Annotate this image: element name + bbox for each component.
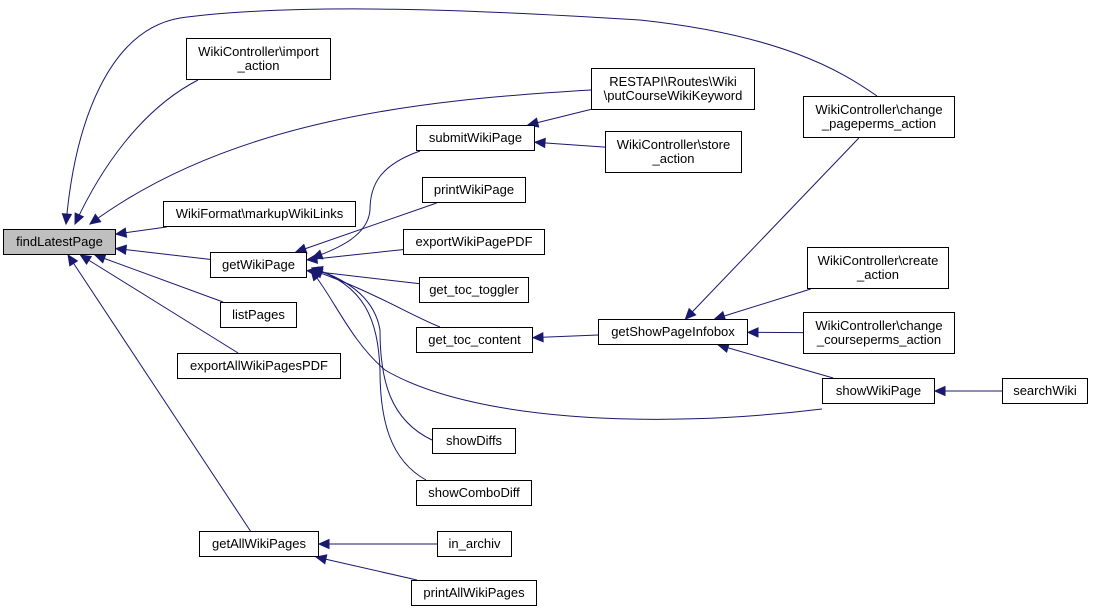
edge-printWikiPage-to-getWikiPage — [295, 202, 437, 253]
edge-changePageperms-to-findLatestPage-arrowhead — [61, 213, 73, 226]
edge-storeAction-to-submitWikiPage-arrowhead — [533, 137, 546, 149]
edge-exportWikiPagePDF-to-getWikiPage-arrowhead — [305, 253, 319, 264]
node-showWikiPage[interactable]: showWikiPage — [822, 378, 935, 404]
edge-listPages-to-findLatestPage-arrowhead — [93, 253, 107, 264]
node-storeAction[interactable]: WikiController\store _action — [605, 131, 742, 173]
node-label-line: listPages — [232, 307, 285, 322]
edge-importAction-to-findLatestPage-arrowhead — [74, 212, 85, 226]
edge-getShowPageInfobox-to-getTocContent — [532, 334, 599, 339]
edge-markupWikiLinks-to-findLatestPage-arrowhead — [114, 227, 128, 238]
node-getAllWikiPages[interactable]: getAllWikiPages — [199, 531, 319, 557]
edge-getWikiPage-to-findLatestPage — [115, 248, 211, 260]
edge-exportWikiPagePDF-to-getWikiPage — [306, 249, 404, 261]
node-label-line: WikiController\store — [616, 137, 731, 152]
node-printAllWikiPages[interactable]: printAllWikiPages — [411, 580, 537, 606]
edge-putKeyword-to-submitWikiPage — [527, 108, 592, 126]
node-importAction[interactable]: WikiController\import _action — [186, 38, 331, 80]
edge-submitWikiPage-to-getWikiPage — [311, 150, 421, 259]
node-showDiffs[interactable]: showDiffs — [432, 428, 516, 454]
edge-getWikiPage-to-findLatestPage-arrowhead — [114, 244, 128, 255]
edge-exportAllWikiPagesPDF-to-findLatestPage-arrowhead — [79, 254, 93, 266]
node-label-line: printWikiPage — [433, 182, 515, 197]
node-listPages[interactable]: listPages — [220, 302, 297, 328]
node-label-line: get_toc_toggler — [429, 282, 519, 297]
node-putKeyword[interactable]: RESTAPI\Routes\Wiki \putCourseWikiKeywor… — [591, 68, 755, 110]
node-showComboDiff[interactable]: showComboDiff — [416, 480, 532, 506]
node-label-line: RESTAPI\Routes\Wiki — [609, 74, 737, 89]
node-label-line: WikiController\change — [815, 102, 943, 117]
edge-importAction-to-findLatestPage — [74, 79, 199, 225]
edge-listPages-to-findLatestPage — [94, 254, 224, 303]
node-label-line: exportAllWikiPagesPDF — [190, 358, 328, 373]
node-submitWikiPage[interactable]: submitWikiPage — [416, 125, 535, 151]
node-getWikiPage[interactable]: getWikiPage — [210, 252, 307, 278]
edge-printAllWikiPages-to-getAllWikiPages — [315, 556, 418, 581]
node-exportAllWikiPagesPDF[interactable]: exportAllWikiPagesPDF — [177, 353, 341, 379]
node-label-line: _courseperms_action — [816, 332, 942, 347]
edge-inArchiv-to-getAllWikiPages-arrowhead — [317, 538, 330, 550]
edge-changeCourseperms-to-getShowPageInfobox-arrowhead — [746, 327, 759, 338]
node-label-line: searchWiki — [1013, 383, 1077, 398]
node-label-line: _action — [237, 58, 280, 73]
node-printWikiPage[interactable]: printWikiPage — [422, 177, 526, 203]
node-label-line: WikiFormat\markupWikiLinks — [175, 206, 344, 221]
edge-showDiffs-to-getWikiPage — [311, 267, 433, 441]
edge-putKeyword-to-findLatestPage — [89, 89, 592, 225]
node-changePageperms[interactable]: WikiController\change _pageperms_action — [803, 96, 955, 138]
node-markupWikiLinks[interactable]: WikiFormat\markupWikiLinks — [163, 201, 356, 227]
node-getTocContent[interactable]: get_toc_content — [416, 327, 533, 353]
edge-showComboDiff-to-getWikiPage — [311, 267, 427, 481]
node-findLatestPage: findLatestPage — [3, 229, 116, 255]
node-label-line: printAllWikiPages — [423, 585, 525, 600]
node-label-line: _action — [652, 151, 695, 166]
node-label-line: submitWikiPage — [428, 130, 523, 145]
node-label-line: findLatestPage — [16, 234, 103, 249]
node-label-line: getAllWikiPages — [212, 536, 306, 551]
node-searchWiki[interactable]: searchWiki — [1002, 378, 1088, 404]
edge-getTocContent-to-getWikiPage — [311, 269, 441, 328]
node-exportWikiPagePDF[interactable]: exportWikiPagePDF — [403, 229, 545, 255]
node-label-line: showDiffs — [445, 433, 503, 448]
node-label-line: get_toc_content — [428, 332, 521, 347]
node-inArchiv[interactable]: in_archiv — [437, 531, 512, 557]
edge-changePageperms-to-getShowPageInfobox — [685, 137, 860, 320]
node-label-line: WikiController\change — [815, 318, 943, 333]
node-createAction[interactable]: WikiController\create _action — [807, 247, 949, 289]
node-label-line: _action — [857, 267, 899, 282]
node-label-line: getWikiPage — [222, 257, 295, 272]
node-label-line: WikiController\import — [198, 44, 319, 59]
node-changeCourseperms[interactable]: WikiController\change _courseperms_actio… — [803, 312, 955, 354]
node-label-line: exportWikiPagePDF — [415, 234, 533, 249]
node-label-line: \putCourseWikiKeyword — [603, 88, 743, 103]
edge-getAllWikiPages-to-findLatestPage — [67, 254, 251, 532]
edge-storeAction-to-submitWikiPage — [534, 141, 606, 148]
node-label-line: _pageperms_action — [821, 116, 937, 131]
edge-exportAllWikiPagesPDF-to-findLatestPage — [80, 254, 239, 354]
edge-showWikiPage-to-getShowPageInfobox — [718, 344, 834, 379]
edge-getShowPageInfobox-to-getTocContent-arrowhead — [531, 331, 544, 343]
node-getShowPageInfobox[interactable]: getShowPageInfobox — [598, 319, 748, 345]
edge-getAllWikiPages-to-findLatestPage-arrowhead — [67, 253, 79, 267]
edge-searchWiki-to-showWikiPage-arrowhead — [933, 385, 946, 397]
node-label-line: WikiController\create — [817, 253, 939, 268]
edge-printAllWikiPages-to-getAllWikiPages-arrowhead — [314, 554, 328, 565]
node-label-line: showWikiPage — [835, 383, 922, 398]
edge-showWikiPage-to-getWikiPage — [310, 269, 823, 420]
edge-putKeyword-to-findLatestPage-arrowhead — [89, 213, 102, 225]
edge-createAction-to-getShowPageInfobox — [714, 288, 811, 320]
node-label-line: in_archiv — [448, 536, 501, 551]
edge-changePageperms-to-findLatestPage — [65, 8, 878, 225]
edge-showWikiPage-to-getWikiPage-arrowhead — [310, 269, 322, 282]
node-label-line: showComboDiff — [428, 485, 520, 500]
node-label-line: getShowPageInfobox — [611, 324, 735, 339]
edge-changePageperms-to-getShowPageInfobox-arrowhead — [684, 307, 697, 320]
edge-showComboDiff-to-getWikiPage-arrowhead — [310, 266, 324, 277]
node-getTocToggler[interactable]: get_toc_toggler — [419, 277, 529, 303]
